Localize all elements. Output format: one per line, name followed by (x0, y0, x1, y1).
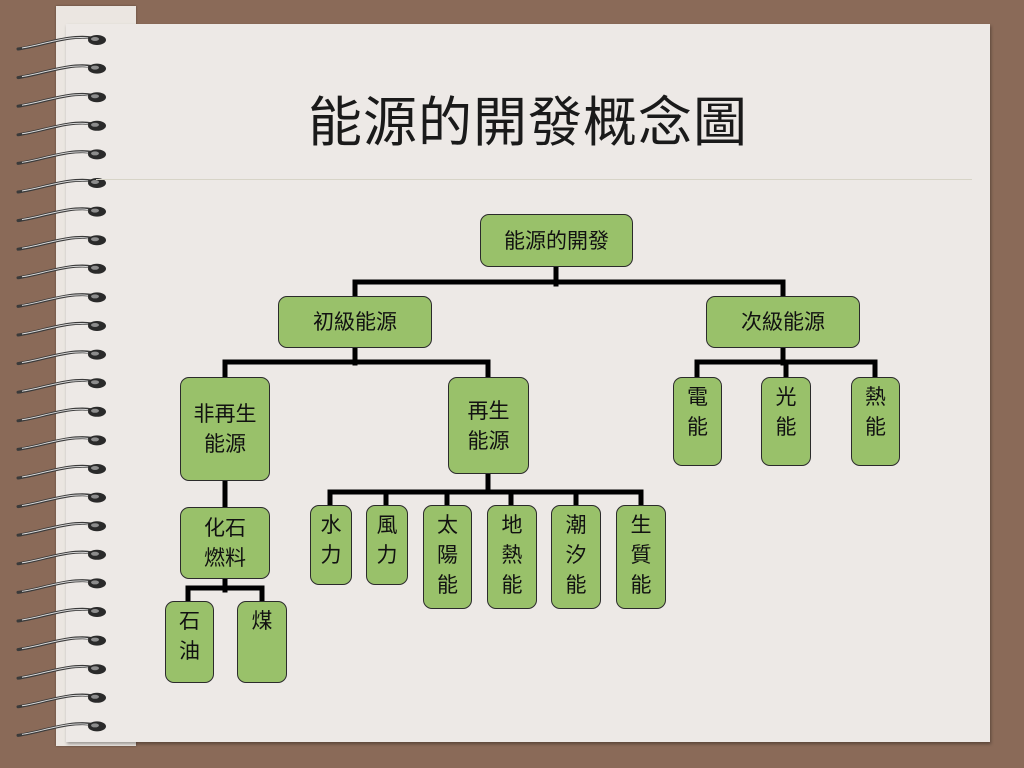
binding-ring (16, 292, 106, 308)
node-tidal-energy: 潮 汐 能 (551, 505, 601, 609)
binding-ring (16, 349, 106, 366)
binding-ring (16, 607, 106, 623)
binding-ring (16, 149, 106, 165)
binding-ring (16, 464, 106, 480)
node-secondary-energy: 次級能源 (706, 296, 860, 348)
node-petroleum: 石 油 (165, 601, 214, 683)
binding-ring (16, 578, 106, 594)
binding-ring (16, 120, 106, 137)
binding-ring (16, 321, 106, 337)
binding-ring (16, 406, 106, 423)
node-biomass-energy: 生 質 能 (616, 505, 666, 609)
node-solar-energy: 太 陽 能 (423, 505, 472, 609)
title-divider (96, 179, 972, 180)
binding-ring (16, 635, 106, 652)
binding-ring (16, 235, 106, 251)
binding-ring (16, 721, 106, 737)
binding-ring (16, 35, 106, 51)
binding-ring (16, 664, 106, 680)
binding-ring (16, 206, 106, 223)
binding-ring (16, 521, 106, 537)
node-geothermal-energy: 地 熱 能 (487, 505, 537, 609)
binding-ring (16, 263, 106, 280)
node-wind-power: 風 力 (366, 505, 408, 585)
node-non-renewable-energy: 非再生 能源 (180, 377, 270, 481)
binding-ring (16, 378, 106, 394)
node-energy-development: 能源的開發 (480, 214, 633, 267)
slide-title: 能源的開發概念圖 (308, 91, 748, 154)
binding-ring (16, 63, 106, 80)
node-renewable-energy: 再生 能源 (448, 377, 529, 474)
binding-ring (16, 549, 106, 566)
binding-ring (16, 178, 106, 194)
node-electric-energy: 電 能 (673, 377, 722, 466)
node-primary-energy: 初級能源 (278, 296, 432, 348)
binding-ring (16, 92, 106, 108)
node-hydro-power: 水 力 (310, 505, 352, 585)
node-thermal-energy: 熱 能 (851, 377, 900, 466)
node-light-energy: 光 能 (761, 377, 811, 466)
binding-ring (16, 435, 106, 451)
node-fossil-fuel: 化石 燃料 (180, 507, 270, 579)
node-coal: 煤 (237, 601, 287, 683)
binding-ring (16, 492, 106, 509)
binding-ring (16, 692, 106, 709)
spiral-binding (16, 35, 106, 737)
